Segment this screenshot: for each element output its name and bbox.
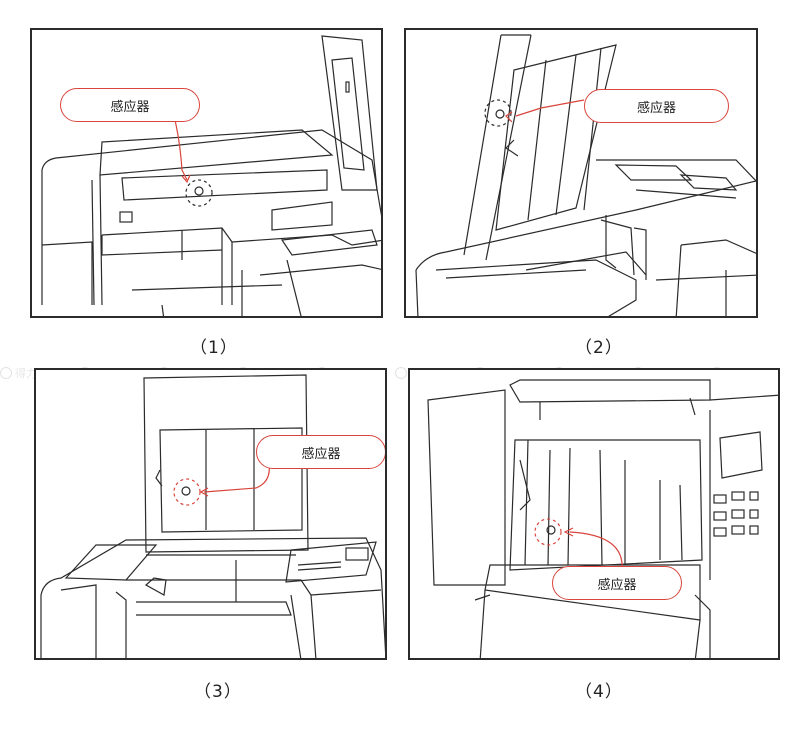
diagram-panel-3: 感应器 xyxy=(34,368,387,660)
scanner-illustration-4 xyxy=(427,379,778,658)
panel-caption-4: （4） xyxy=(575,682,623,702)
scanner-illustration-2 xyxy=(415,34,756,316)
scanner-illustration-1 xyxy=(41,35,381,316)
panel-caption-2: （2） xyxy=(575,338,623,358)
sensor-callout-3: 感应器 xyxy=(256,435,385,469)
panel-caption-1: （1） xyxy=(190,338,238,358)
sensor-callout-4: 感应器 xyxy=(552,566,682,600)
sensor-callout-2: 感应器 xyxy=(584,89,729,123)
diagram-panel-1: 感应器 xyxy=(30,28,383,318)
watermark-logo-icon xyxy=(0,367,12,379)
sensor-callout-1: 感应器 xyxy=(60,88,200,122)
watermark-logo-icon xyxy=(395,367,407,379)
diagram-panel-2: 感应器 xyxy=(404,28,758,318)
panel-caption-3: （3） xyxy=(194,682,242,702)
scanner-illustration-3 xyxy=(40,374,385,658)
diagram-panel-4: 感应器 xyxy=(408,368,780,660)
